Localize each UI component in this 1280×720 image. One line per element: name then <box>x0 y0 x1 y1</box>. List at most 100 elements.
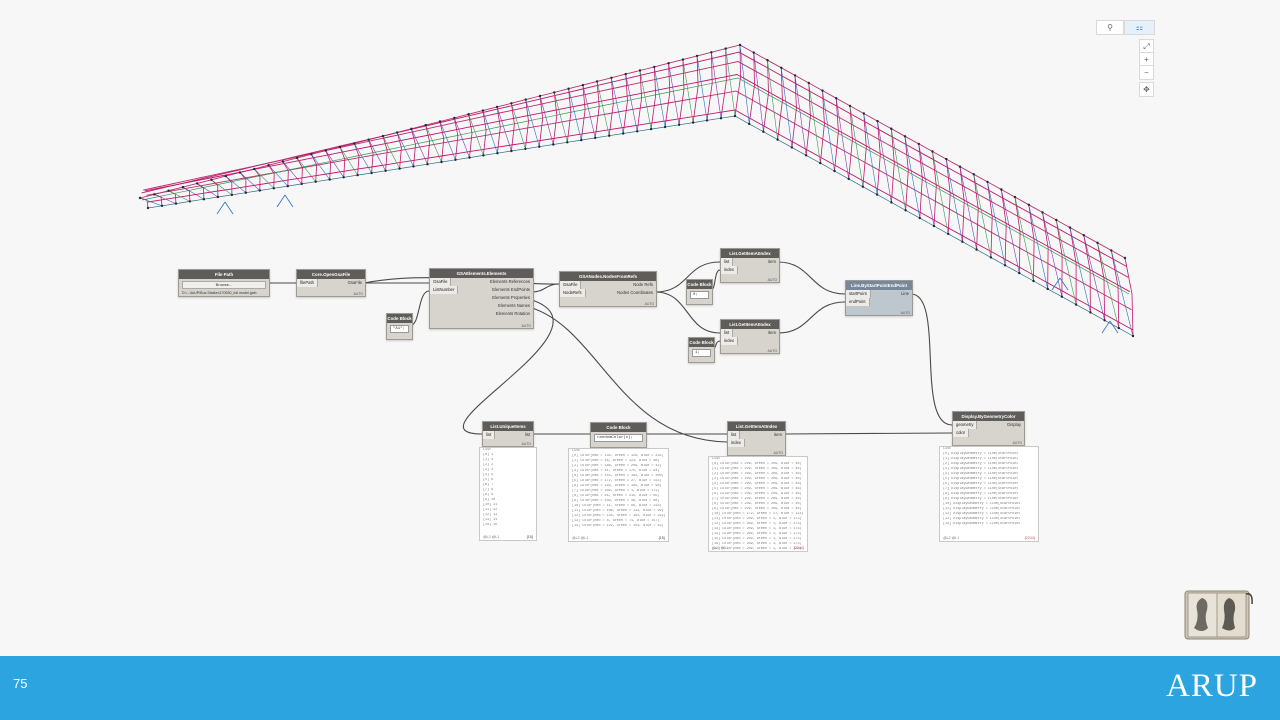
truss-node <box>861 185 865 188</box>
truss-node <box>244 191 247 194</box>
input-port-color[interactable]: color <box>953 429 970 437</box>
truss-node <box>804 154 808 157</box>
geometry-view-toggle[interactable]: ⚲ <box>1096 20 1124 35</box>
truss-member <box>425 124 442 163</box>
truss-member <box>777 67 783 140</box>
code-input[interactable]: "A1"; <box>390 325 409 333</box>
file-path-value: D:\...\ArUP\Bus Station\170530_full mode… <box>182 291 257 295</box>
input-port-list[interactable]: list <box>721 329 734 337</box>
code-input[interactable]: 0; <box>690 291 709 299</box>
output-port-list[interactable]: list <box>524 432 530 437</box>
geometry-view-icon: ⚲ <box>1107 23 1113 32</box>
graph-view-toggle[interactable]: ⚏ <box>1124 20 1155 35</box>
pan-icon: ✥ <box>1143 85 1150 94</box>
lacing-label: AUTO <box>767 278 777 282</box>
lacing-label: AUTO <box>767 349 777 353</box>
output-port-rotation[interactable]: Elements Rotation <box>495 311 530 316</box>
preview-line: [5] Color(Red = 209, Green = 209, Blue =… <box>712 487 802 491</box>
wire <box>654 261 721 293</box>
input-port-index[interactable]: index <box>728 439 746 447</box>
preview-line: [5] Color(Red = 172, Green = 27, Blue = … <box>572 479 662 483</box>
output-port-item[interactable]: item <box>768 259 776 264</box>
node-code-block-0[interactable]: Code Block 0; <box>686 279 713 305</box>
preview-random-colors[interactable]: List[0] Color(Red = 134, Green = 126, Bl… <box>568 448 669 542</box>
truss-node <box>681 58 685 61</box>
preview-line: [6] Color(Red = 163, Green = 195, Blue =… <box>572 484 662 488</box>
truss-member <box>1097 242 1105 321</box>
zoom-out-button[interactable]: − <box>1139 65 1154 80</box>
input-port-endpoint[interactable]: endPoint <box>846 298 870 306</box>
output-port-node-refs[interactable]: Node Refs <box>633 282 653 287</box>
truss-member <box>959 166 965 242</box>
output-port-endpoints[interactable]: Elements EndPoints <box>492 287 530 292</box>
truss-member <box>1069 227 1077 305</box>
input-port-startpoint[interactable]: startPoint <box>846 290 871 298</box>
output-port-properties[interactable]: Elements Properties <box>492 295 530 300</box>
lacing-label: AUTO <box>521 442 531 446</box>
truss-node <box>961 240 964 243</box>
node-code-block-1[interactable]: Code Block 1; <box>688 337 715 363</box>
preview-line: [2] Color(Red = 209, Green = 209, Blue =… <box>712 472 802 476</box>
node-file-path[interactable]: File Path Browse... D:\...\ArUP\Bus Stat… <box>178 269 270 297</box>
output-port-names[interactable]: Elements Names <box>498 303 530 308</box>
truss-member <box>339 146 346 178</box>
truss-member <box>1014 197 1021 274</box>
output-port-gsafile[interactable]: GsaFile <box>347 280 362 285</box>
input-port-index[interactable]: index <box>721 337 739 345</box>
truss-member <box>382 135 388 171</box>
pan-button[interactable]: ✥ <box>1139 82 1154 97</box>
truss-node <box>338 145 342 149</box>
node-code-block-random-color[interactable]: Code Block randomColor(c); <box>590 422 647 448</box>
input-port-index[interactable]: index <box>721 266 739 274</box>
input-port-list[interactable]: list <box>483 431 496 439</box>
input-port-gsafile[interactable]: GsaFile <box>430 278 452 286</box>
dynamo-canvas[interactable]: File Path Browse... D:\...\ArUP\Bus Stat… <box>0 0 1280 656</box>
output-port-line[interactable]: Line <box>901 291 909 296</box>
code-input[interactable]: randomColor(c); <box>594 434 643 442</box>
truss-member <box>282 161 289 187</box>
input-port-listnumber[interactable]: ListNumber <box>430 286 459 294</box>
truss-member <box>368 139 374 174</box>
notebook-image <box>1184 590 1253 640</box>
input-port-list[interactable]: list <box>728 431 741 439</box>
truss-member <box>482 110 487 156</box>
preview-line: [3] DisplayGeometry = Line(StartPoint <box>943 467 1019 471</box>
output-port-display[interactable]: Display <box>1007 422 1021 427</box>
truss-member <box>682 59 694 123</box>
preview-unique-items[interactable]: List[0] 1[1] 4[2] 2[3] 3[4] 5[5] 6[6] 7[… <box>479 447 537 541</box>
truss-member <box>946 159 963 242</box>
preview-display-geometry[interactable]: List[0] DisplayGeometry = Line(StartPoin… <box>939 446 1039 542</box>
output-port-item[interactable]: item <box>768 330 776 335</box>
truss-node <box>835 97 838 100</box>
input-port-geometry[interactable]: geometry <box>953 421 978 429</box>
node-title: List.GetItemAtIndex <box>721 249 779 258</box>
preview-item-colors[interactable]: List[0] Color(Red = 209, Green = 209, Bl… <box>708 456 808 552</box>
output-port-item[interactable]: item <box>774 432 782 437</box>
input-port-gsafile[interactable]: GsaFile <box>560 281 582 289</box>
truss-member <box>196 183 219 198</box>
truss-member <box>1042 212 1049 289</box>
input-port-noderefs[interactable]: NodeRefs <box>560 289 586 297</box>
node-code-block-a1[interactable]: Code Block "A1"; <box>386 313 413 340</box>
zoom-in-button[interactable]: + <box>1139 52 1154 67</box>
truss-node <box>972 173 975 176</box>
code-input[interactable]: 1; <box>692 349 711 357</box>
browse-button[interactable]: Browse... <box>182 281 266 289</box>
node-get-item-at-index-top[interactable]: List.GetItemAtIndex list item index AUTO <box>720 248 780 283</box>
truss-node <box>733 114 737 118</box>
page-number: 75 <box>13 676 28 691</box>
input-port-list[interactable]: list <box>721 258 734 266</box>
input-port-filepath[interactable]: filePath <box>297 279 318 287</box>
output-port-coordinates[interactable]: Nodes Coordinates <box>617 290 653 295</box>
output-port-references[interactable]: Elements References <box>489 279 530 284</box>
truss-node <box>876 119 879 123</box>
truss-node <box>174 202 178 205</box>
